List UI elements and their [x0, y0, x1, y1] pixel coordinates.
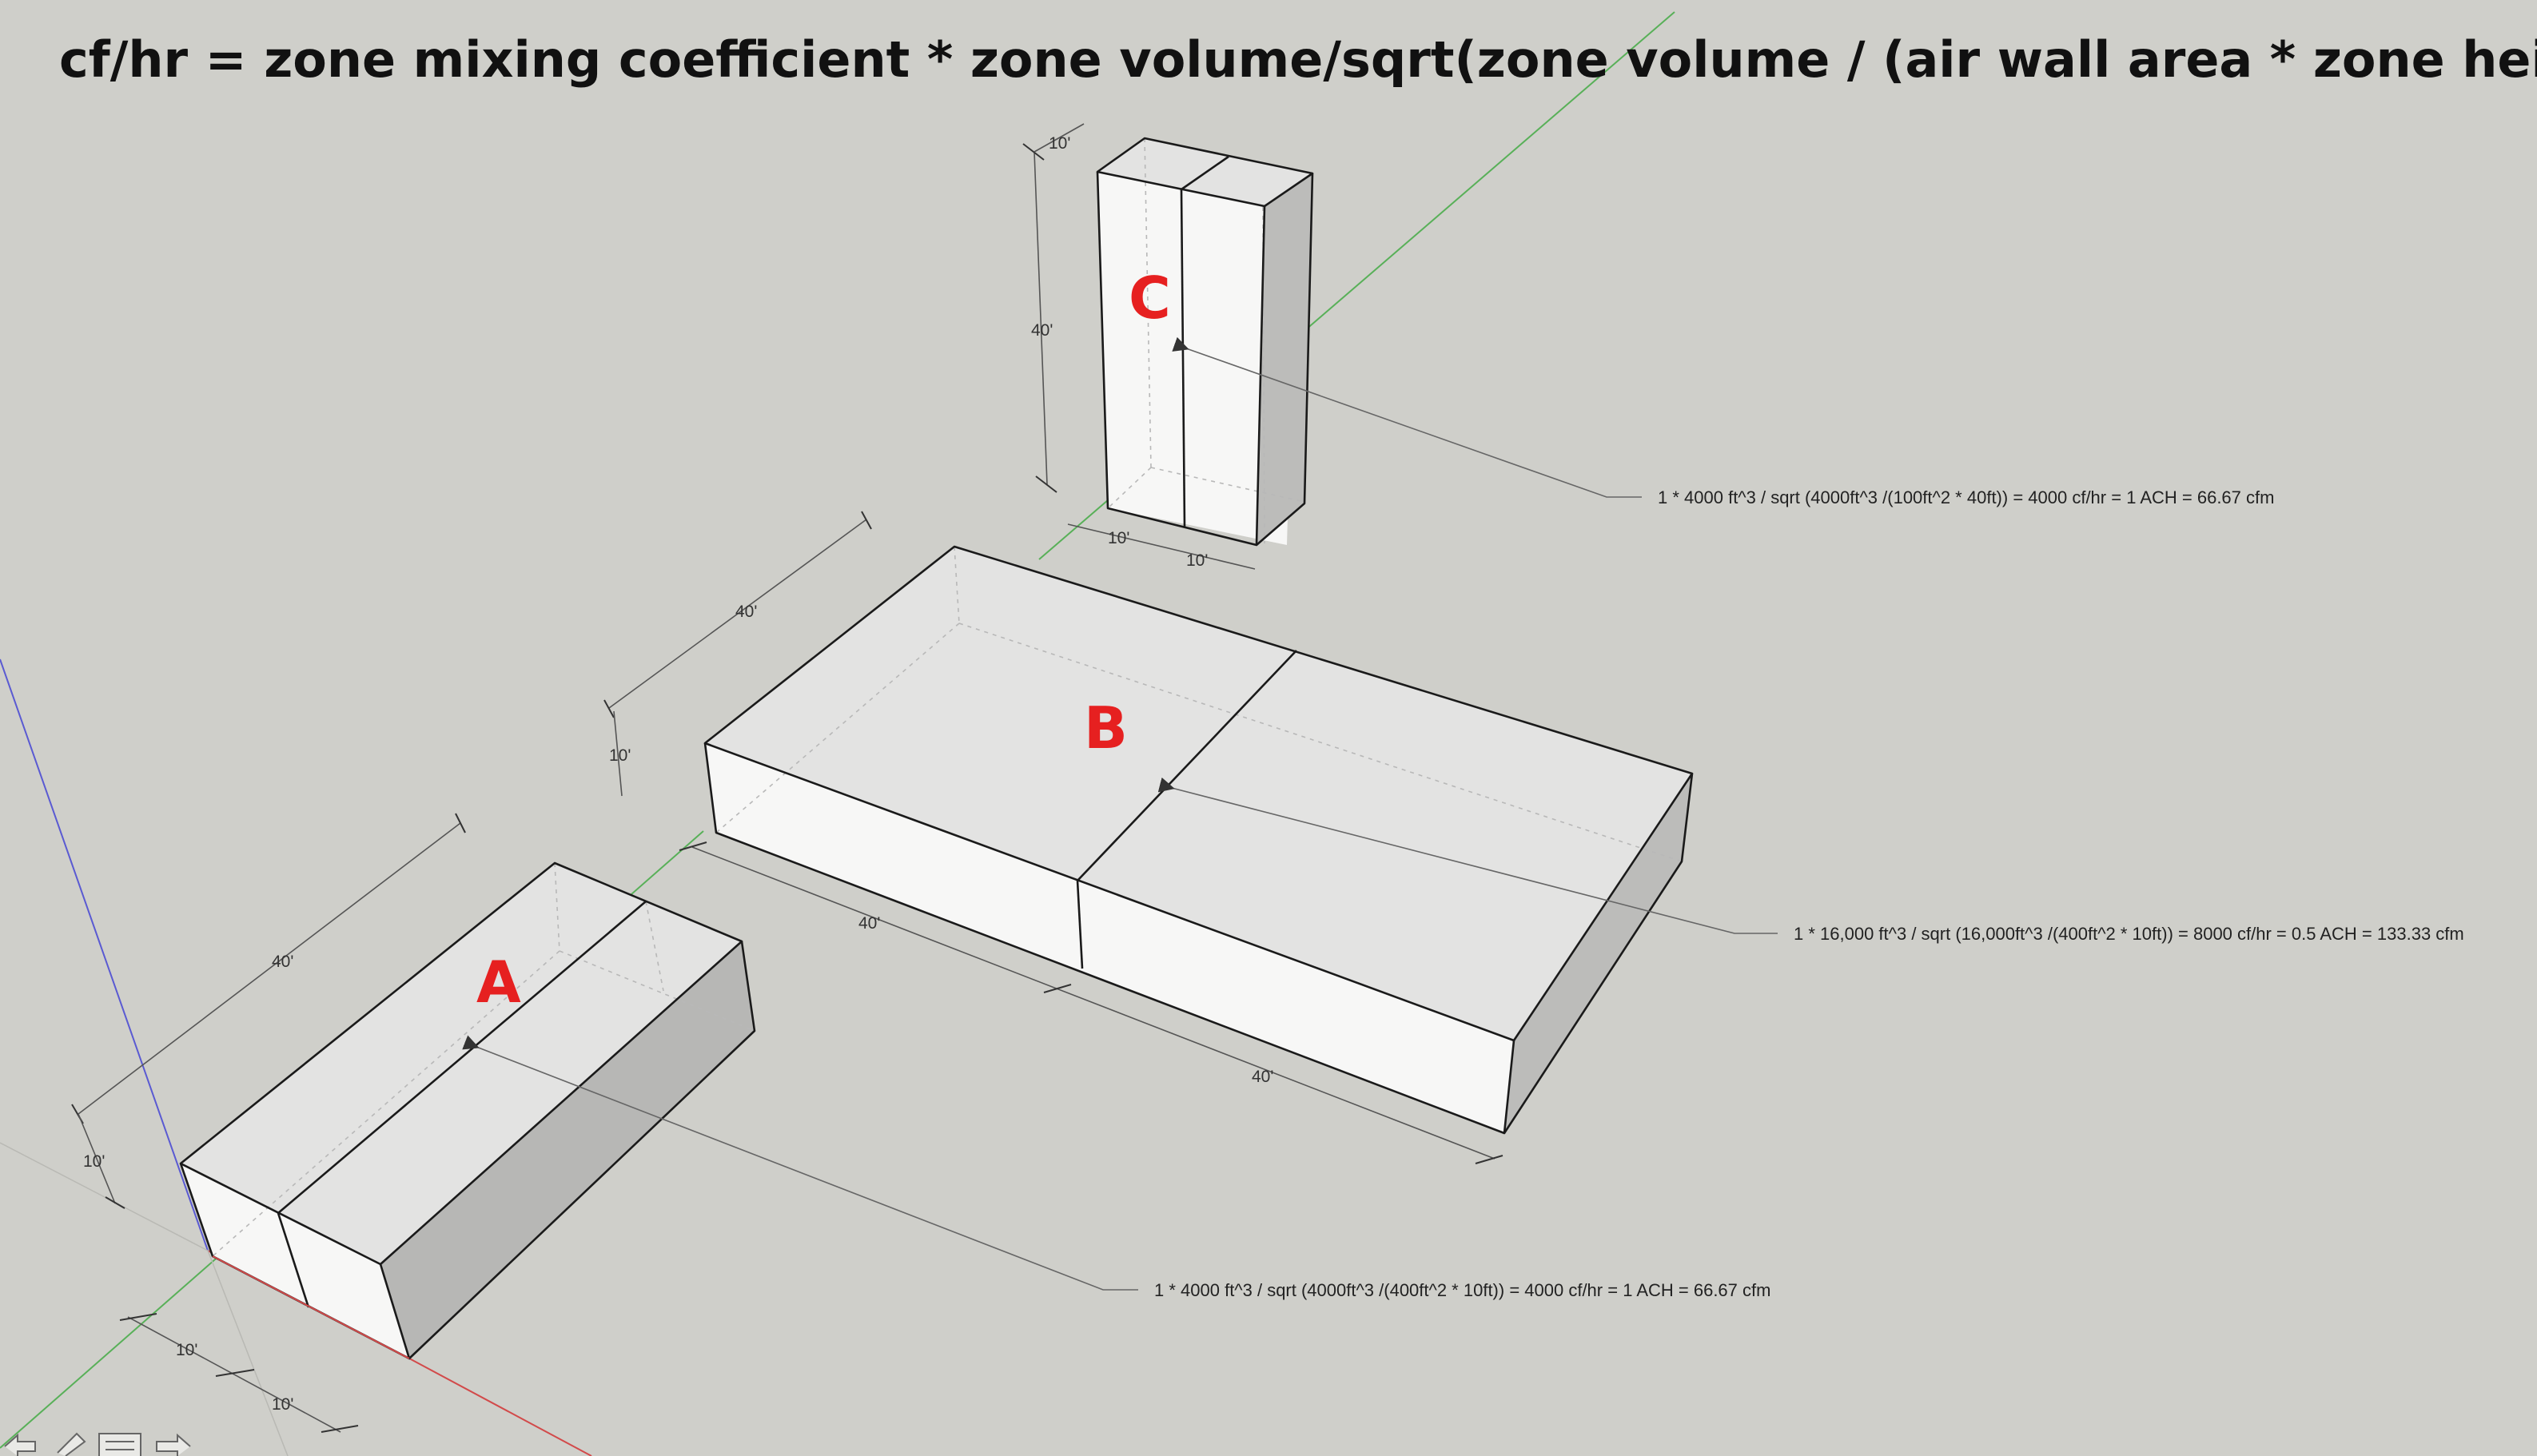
zone-c-label: C	[1129, 265, 1171, 332]
zone-a-height-dim: 10'	[83, 1152, 105, 1171]
zone-b-note: 1 * 16,000 ft^3 / sqrt (16,000ft^3 /(400…	[1794, 924, 2464, 944]
menu-icon[interactable]	[98, 1433, 141, 1456]
bottom-toolbar[interactable]	[4, 1432, 191, 1456]
zone-a-width1-dim: 10'	[176, 1341, 197, 1359]
zone-c-width1-dim: 10'	[1108, 529, 1129, 547]
zone-a[interactable]: A 40' 10' 10' 10' 1 * 4000 ft^3 / sqrt (…	[71, 813, 1770, 1433]
axis-guide-left	[0, 1142, 209, 1251]
arrow-left-icon[interactable]	[4, 1433, 36, 1456]
zone-c-width2-dim: 10'	[1186, 551, 1208, 570]
zone-b-depth-dim: 40'	[735, 603, 757, 621]
zone-b-front-face	[705, 743, 1514, 1133]
blue-axis	[0, 658, 209, 1251]
zone-b-top-face	[705, 547, 1692, 1040]
zone-c-top-dim: 10'	[1049, 134, 1070, 153]
pencil-icon[interactable]	[57, 1432, 86, 1456]
axis-guide-down	[207, 1250, 289, 1456]
arrow-right-icon[interactable]	[156, 1433, 191, 1456]
zone-c-height-dim: 40'	[1031, 321, 1053, 340]
zone-a-width2-dim: 10'	[272, 1395, 293, 1414]
zone-a-front-face	[181, 1164, 409, 1359]
zone-a-side-face	[380, 941, 755, 1359]
zone-b-height-dim: 10'	[609, 746, 631, 765]
zone-a-label: A	[476, 949, 521, 1016]
zone-c[interactable]: C 40' 10' 10' 10' 1 * 4000 ft^3 / sqrt (…	[1022, 123, 2274, 570]
zone-b-label: B	[1084, 694, 1128, 762]
zone-b-side-face	[1504, 774, 1692, 1133]
zone-c-side-face	[1257, 173, 1312, 545]
formula-title: cf/hr = zone mixing coefficient * zone v…	[59, 30, 2537, 89]
zone-a-note: 1 * 4000 ft^3 / sqrt (4000ft^3 /(400ft^2…	[1154, 1280, 1770, 1300]
zone-a-bottom-edge-red	[212, 1255, 410, 1359]
zone-b-length2-dim: 40'	[1252, 1068, 1273, 1086]
zone-a-top-face	[181, 863, 742, 1264]
zone-a-length-dim: 40'	[272, 953, 293, 971]
zone-c-note: 1 * 4000 ft^3 / sqrt (4000ft^3 /(100ft^2…	[1658, 487, 2274, 507]
zone-b-length1-dim: 40'	[858, 914, 880, 933]
zone-b[interactable]: B 40' 10' 40' 40' 1 * 16,000 ft^3 / sqrt…	[603, 511, 2464, 1164]
